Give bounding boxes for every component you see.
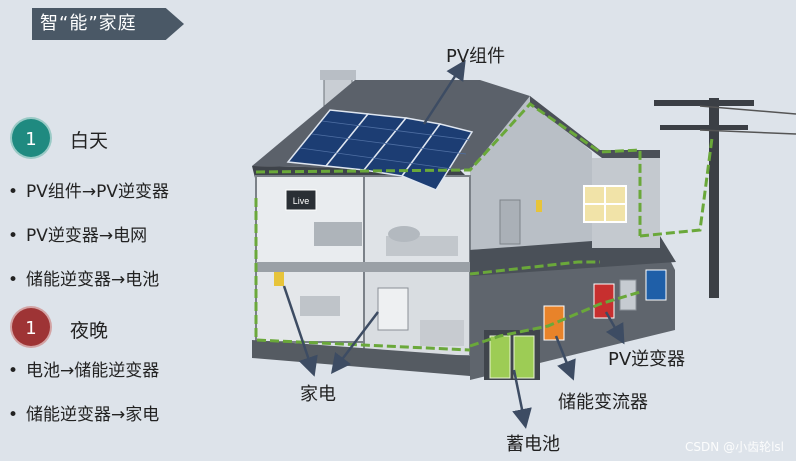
tv-screen [285, 189, 317, 211]
title-banner [32, 8, 184, 40]
pv-inverter-label: PV逆变器 [608, 349, 686, 370]
meter-box [645, 269, 667, 301]
utility-pole [654, 98, 796, 298]
storage-converter-label: 储能变流器 [558, 392, 648, 413]
day-item-2: •PV逆变器→电网 [8, 226, 148, 246]
tv-live-text: Live [293, 196, 310, 206]
battery-label: 蓄电池 [506, 434, 560, 455]
watermark: CSDN @小齿轮lsl [685, 440, 784, 454]
night-item-1: •电池→储能逆变器 [8, 361, 160, 381]
appliance-label: 家电 [300, 384, 336, 405]
day-item-1: •PV组件→PV逆变器 [8, 182, 170, 202]
battery-unit [484, 330, 540, 380]
power-lines [254, 102, 714, 352]
pv-module-label: PV组件 [446, 46, 506, 67]
callout-arrows [282, 59, 625, 429]
solar-panel-array [286, 109, 474, 191]
night-item-2: •储能逆变器→家电 [8, 405, 160, 425]
section-night-badge: 1 [10, 306, 52, 348]
day-item-3: •储能逆变器→电池 [8, 270, 160, 290]
storage-converter-box [543, 305, 565, 341]
section-night-title: 夜晚 [70, 320, 109, 342]
front-door [499, 199, 521, 245]
page-title: 智“能”家庭 [40, 13, 137, 34]
section-day-title: 白天 [70, 130, 109, 152]
section-day-badge: 1 [10, 117, 52, 159]
